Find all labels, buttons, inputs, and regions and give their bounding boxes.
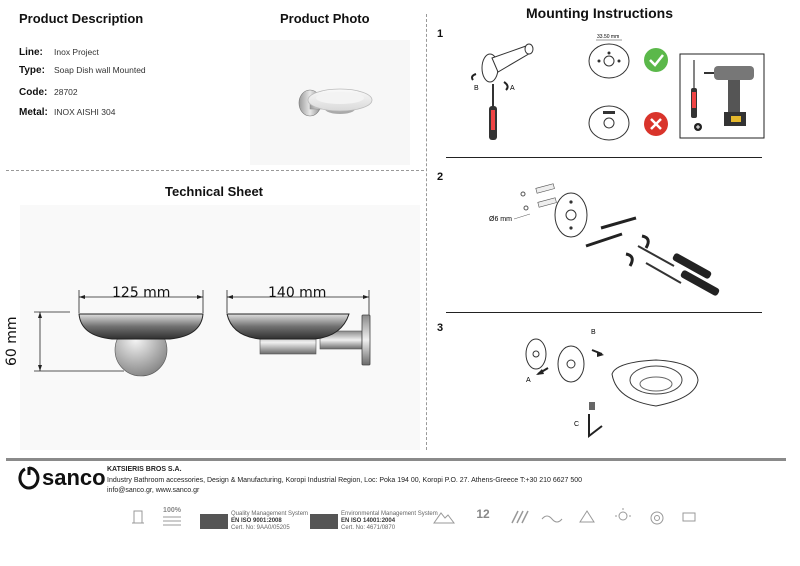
step-2-illustration: Ø6 mm [446,168,776,308]
company-name: KATSIERIS BROS S.A. [107,466,182,473]
badge-drop-icon [646,507,668,533]
badge-recycle-icon [576,507,598,533]
desc-value-type: Soap Dish wall Mounted [54,65,146,75]
cert2-std: EN ISO 14001:2004 [341,517,396,524]
step3-label-c: C [574,421,579,428]
product-photo-title: Product Photo [280,11,370,26]
step3-label-b: B [591,329,596,336]
technical-sheet-title: Technical Sheet [165,184,264,199]
footer-rule [6,458,786,461]
badge-100-text: 100% [163,507,181,514]
badge-stripes-icon [508,507,530,533]
desc-label-line: Line: [19,46,43,58]
step-2-divider [446,312,762,313]
footer-logo: sanco [18,465,106,491]
step-1-svg: B A 33.50 mm [471,34,765,141]
mounting-title: Mounting Instructions [526,5,673,21]
sanco-logo-icon [18,466,40,490]
cert-iso14001: Environmental Management System EN ISO 1… [310,511,438,532]
step-1-divider [446,157,762,158]
badge-mountain-icon [432,507,456,533]
badge-12-years-icon: 12 [472,507,494,533]
logo-text: sanco [42,465,106,490]
step1-label-a: A [510,85,515,92]
desc-label-type: Type: [19,64,45,76]
footer-company-info: KATSIERIS BROS S.A. Industry Bathroom ac… [107,465,582,497]
company-address: Industry Bathroom accessories, Design & … [107,476,583,484]
desc-value-code: 28702 [54,87,78,97]
cert1-number: Cert. No: 9AA0/05205 [231,524,290,531]
cert1-title: Quality Management System [231,511,309,517]
desc-value-metal: INOX AISHI 304 [54,107,116,117]
technical-drawing-svg [34,290,371,377]
step-2-number: 2 [437,171,444,183]
cert2-title: Environmental Management System [341,511,438,517]
step1-measure: 33.50 mm [597,34,619,40]
product-photo [250,40,410,165]
step-1-number: 1 [437,28,444,40]
desc-row-type: Type: Soap Dish wall Mounted [19,61,146,79]
dim-height: 60 mm [4,316,20,366]
left-horizontal-divider [6,170,424,171]
desc-row-code: Code: 28702 [19,83,146,101]
soap-dish-photo [298,88,373,117]
cert2-number: Cert. No: 4671/0870 [341,524,396,531]
product-description-list: Line: Inox Project Type: Soap Dish wall … [19,43,146,121]
badge-sun-icon [612,507,634,533]
desc-label-code: Code: [19,86,48,98]
product-description-title: Product Description [19,11,144,26]
badge-steel-icon [678,507,700,533]
badge-hotels-icon [128,507,148,533]
desc-row-metal: Metal: INOX AISHI 304 [19,103,146,121]
iso14001-logo-icon [310,513,338,529]
badge-12-text: 12 [476,507,490,521]
step-3-illustration: B A C [446,322,776,450]
desc-label-metal: Metal: [19,106,48,118]
step3-label-a: A [526,377,531,384]
company-contact: info@sanco.gr, www.sanco.gr [107,487,200,494]
badge-100-icon: 100% [160,507,184,533]
desc-value-line: Inox Project [54,47,99,57]
desc-row-line: Line: Inox Project [19,43,146,61]
step-3-number: 3 [437,322,444,334]
step-2-svg: Ø6 mm [489,183,720,296]
cert-iso9001: Quality Management System EN ISO 9001:20… [200,511,308,532]
dim-width-front: 125 mm [112,285,171,301]
technical-drawing [20,205,420,450]
badge-wave-icon [540,507,564,533]
cert1-std: EN ISO 9001:2008 [231,517,282,524]
iso9001-logo-icon [200,513,228,529]
center-vertical-divider [426,14,427,450]
step1-label-b: B [474,85,479,92]
step-3-svg: B A C [525,329,699,439]
step-1-illustration: B A 33.50 mm [446,26,776,154]
step2-drill: Ø6 mm [489,216,512,223]
dim-width-side: 140 mm [268,285,327,301]
